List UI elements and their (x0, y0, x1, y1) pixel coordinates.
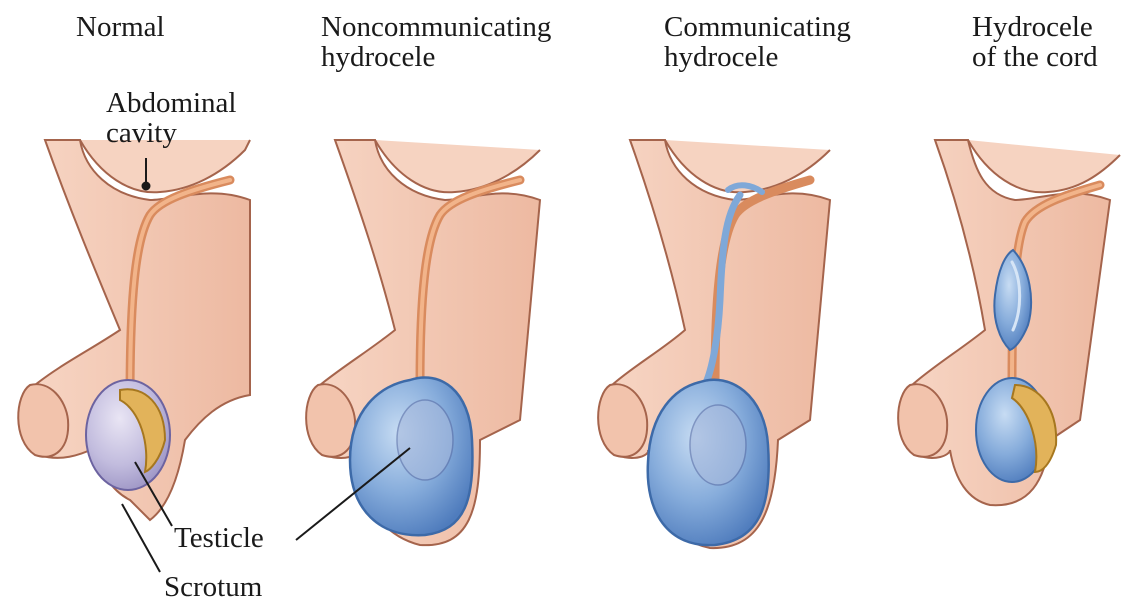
label-line: Abdominal (106, 88, 237, 118)
title-line: Hydrocele (972, 12, 1098, 42)
panel-cord (898, 140, 1120, 505)
panel-title-cord: Hydrocele of the cord (972, 12, 1098, 72)
panel-title-communicating: Communicating hydrocele (664, 12, 851, 72)
title-line: Normal (76, 12, 165, 42)
title-line: hydrocele (664, 42, 851, 72)
label-line: Testicle (174, 523, 264, 553)
title-line: Noncommunicating (321, 12, 551, 42)
label-line: cavity (106, 118, 237, 148)
title-line: of the cord (972, 42, 1098, 72)
panel-normal (18, 140, 250, 520)
abdominal-cavity-dot (143, 183, 150, 190)
testicle (397, 400, 453, 480)
label-abdominal-cavity: Abdominal cavity (106, 88, 237, 148)
panel-communicating (598, 140, 830, 548)
label-scrotum: Scrotum (164, 572, 262, 602)
panel-noncommunicating (306, 140, 540, 545)
title-line: Communicating (664, 12, 851, 42)
label-testicle: Testicle (174, 523, 264, 553)
panel-title-normal: Normal (76, 12, 165, 42)
title-line: hydrocele (321, 42, 551, 72)
testicle (690, 405, 746, 485)
label-line: Scrotum (164, 572, 262, 602)
panel-title-noncommunicating: Noncommunicating hydrocele (321, 12, 551, 72)
